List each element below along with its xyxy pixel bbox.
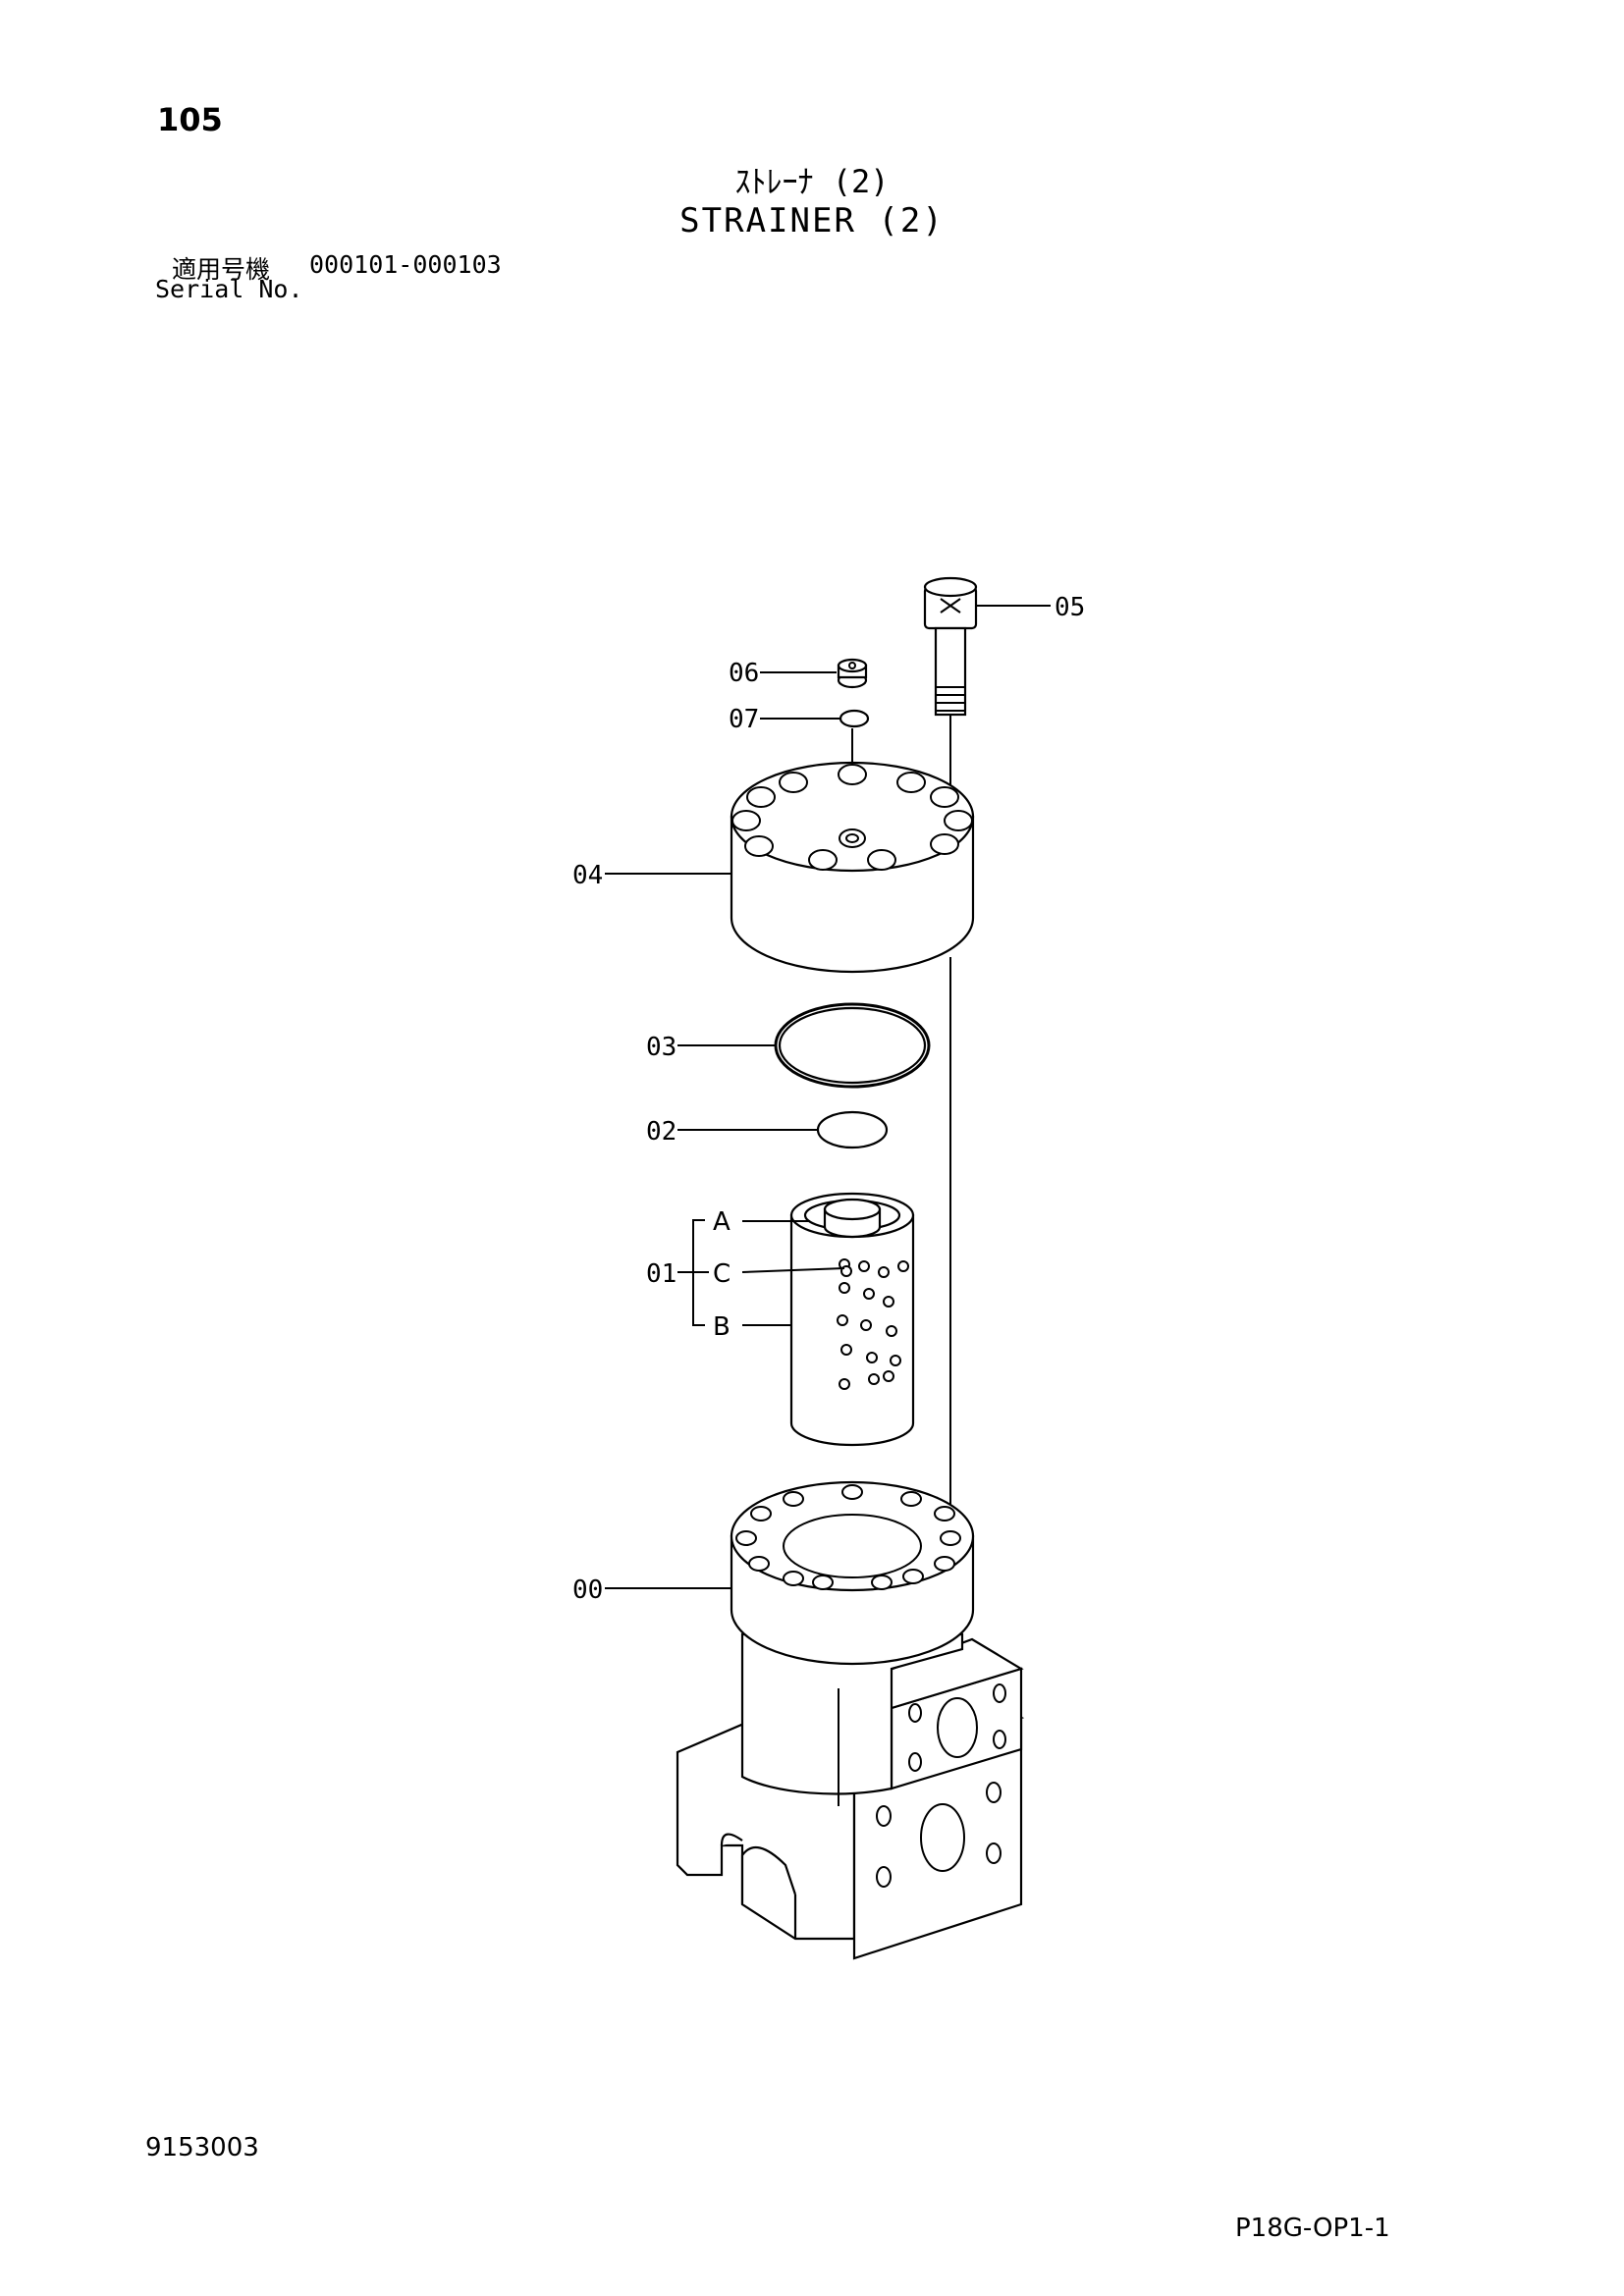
title-japanese: ｽﾄﾚｰﾅ (2): [734, 163, 890, 200]
callout-07: 07: [729, 705, 759, 734]
serial-label-english: Serial No.: [155, 275, 303, 303]
callout-05: 05: [1055, 593, 1085, 622]
part-02-o-ring: [816, 1110, 889, 1149]
page-number: 105: [157, 101, 223, 138]
serial-label-japanese: 適用号機: [172, 255, 271, 284]
callout-02: 02: [646, 1117, 677, 1147]
callout-01: 01: [646, 1259, 677, 1289]
leader-01-c: [741, 1267, 845, 1273]
callout-01-b: B: [713, 1312, 731, 1342]
callout-00: 00: [572, 1575, 603, 1605]
title-english: STRAINER (2): [679, 201, 945, 240]
part-05-bolt: [923, 576, 978, 811]
callout-01-a: A: [713, 1207, 731, 1237]
serial-range: 000101-000103: [309, 250, 502, 279]
part-06-plug: [837, 658, 868, 689]
callout-04: 04: [572, 861, 603, 890]
part-03-large-o-ring: [774, 1002, 931, 1089]
part-01-strainer-element: [789, 1192, 915, 1447]
part-00-housing: [676, 1480, 1025, 1960]
callout-06: 06: [729, 659, 759, 688]
callout-03: 03: [646, 1033, 677, 1062]
part-07-small-o-ring: [839, 709, 870, 728]
callout-01-c: C: [713, 1259, 731, 1289]
sheet-code: P18G-OP1-1: [1235, 2214, 1390, 2243]
part-04-cover: [730, 761, 975, 974]
document-number: 9153003: [145, 2133, 259, 2163]
